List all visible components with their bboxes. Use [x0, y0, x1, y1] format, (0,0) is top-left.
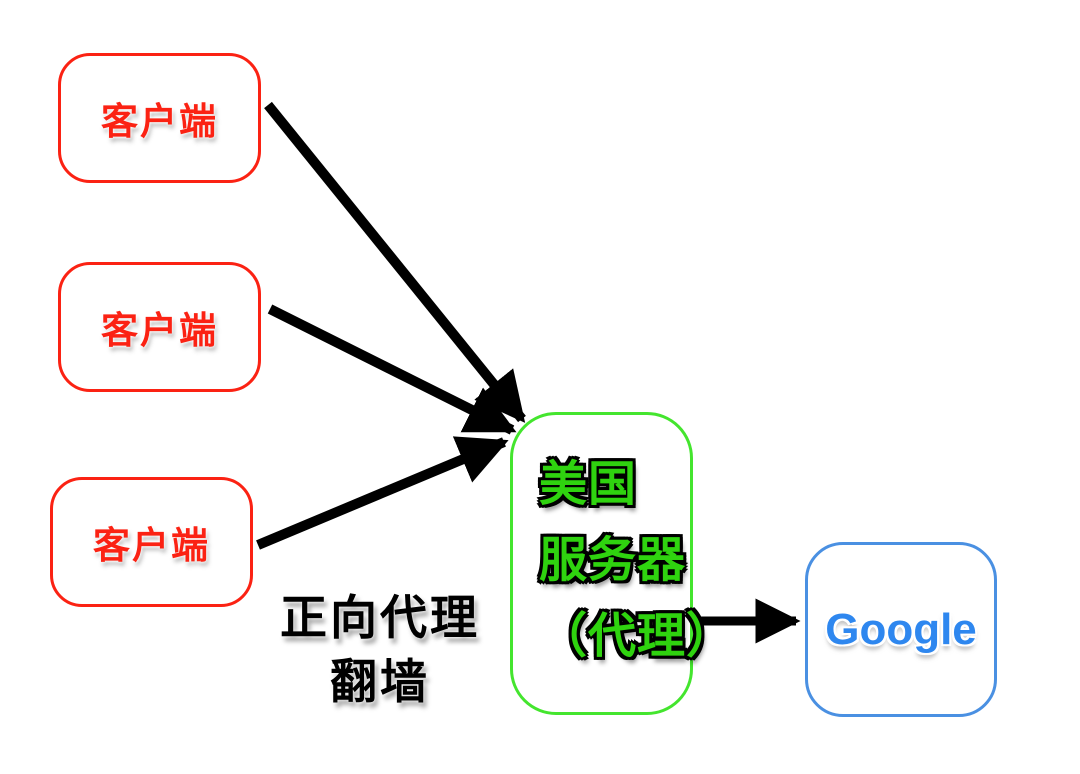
- client-label: 客户端: [93, 525, 210, 566]
- arrow-client1-to-proxy: [264, 101, 526, 423]
- proxy-label-line2: 服务器: [539, 534, 687, 587]
- forward-proxy-caption: 正向代理 翻墙: [250, 586, 510, 714]
- arrow-client2-to-proxy: [267, 304, 517, 435]
- arrow-client3-to-proxy: [256, 436, 509, 550]
- proxy-label-line3: （代理）: [539, 610, 736, 663]
- client-label: 客户端: [101, 101, 218, 142]
- caption-line2: 翻墙: [330, 655, 430, 708]
- google-label: Google: [825, 604, 977, 654]
- proxy-server-node: 美国 服务器 （代理）: [510, 412, 734, 715]
- google-node: Google: [805, 542, 997, 717]
- client-label: 客户端: [101, 310, 218, 351]
- client-node-3: 客户端: [50, 477, 253, 607]
- proxy-label-line1: 美国: [539, 458, 638, 511]
- caption-line1: 正向代理: [280, 591, 480, 644]
- client-node-1: 客户端: [58, 53, 261, 183]
- proxy-server-label: 美国 服务器 （代理）: [513, 415, 735, 675]
- client-node-2: 客户端: [58, 262, 261, 392]
